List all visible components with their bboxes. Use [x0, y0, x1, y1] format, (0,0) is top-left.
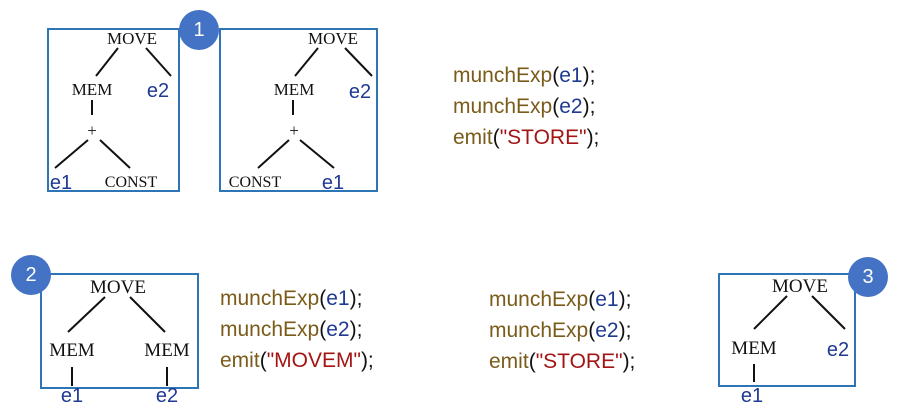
tree2-left-leaf-label: CONST [229, 174, 282, 191]
tree1-root-label: MOVE [107, 29, 157, 48]
badge-2: 2 [11, 255, 51, 295]
tree1-left-leaf-label: e1 [50, 172, 72, 194]
tree2-mem-label: MEM [274, 80, 315, 99]
code-line: munchExp(e2); [220, 318, 363, 341]
code-line: munchExp(e1); [220, 287, 363, 310]
tree2-right-leaf-label: e1 [322, 172, 344, 194]
tree4-root-label: MOVE [772, 276, 828, 297]
function-name: emit [489, 350, 529, 373]
badge-3: 3 [848, 257, 888, 297]
code-line: emit("STORE"); [453, 126, 600, 149]
function-name: emit [220, 349, 260, 372]
argument: e1 [595, 288, 619, 311]
string-literal: "STORE" [535, 350, 623, 373]
code-block-2: munchExp(e1); munchExp(e2); emit("MOVEM"); [220, 283, 374, 376]
code-block-3: munchExp(e1); munchExp(e2); emit("STORE"); [489, 284, 635, 377]
argument: e1 [559, 64, 583, 87]
code-block-1: munchExp(e1); munchExp(e2); emit("STORE"); [453, 60, 599, 153]
string-literal: "STORE" [499, 126, 587, 149]
function-name: emit [453, 126, 493, 149]
tree3-right-leaf-label: e2 [156, 385, 178, 407]
function-name: munchExp [220, 287, 320, 310]
code-line: munchExp(e1); [489, 288, 632, 311]
function-name: munchExp [489, 288, 589, 311]
code-line: munchExp(e2); [489, 319, 632, 342]
argument: e1 [326, 287, 350, 310]
tree-edges [54, 47, 846, 386]
tree1-value-label: e2 [147, 80, 169, 102]
tree4-value-label: e2 [827, 339, 849, 361]
code-line: munchExp(e2); [453, 95, 596, 118]
code-line: munchExp(e1); [453, 64, 596, 87]
tree3-left-mem-label: MEM [49, 340, 95, 361]
badge-1: 1 [179, 10, 219, 50]
tree1-plus-label: + [87, 121, 97, 140]
tree3-right-mem-label: MEM [144, 340, 190, 361]
function-name: munchExp [453, 95, 553, 118]
tree-box-3 [40, 273, 199, 389]
function-name: munchExp [489, 319, 589, 342]
tree3-left-leaf-label: e1 [61, 385, 83, 407]
tree-box-4 [718, 273, 856, 387]
tree1-right-leaf-label: CONST [105, 174, 158, 191]
code-line: emit("STORE"); [489, 350, 636, 373]
argument: e2 [559, 95, 583, 118]
code-line: emit("MOVEM"); [220, 349, 374, 372]
tree4-mem-leaf-label: e1 [741, 385, 763, 407]
tree3-root-label: MOVE [90, 277, 146, 298]
string-literal: "MOVEM" [266, 349, 361, 372]
argument: e2 [595, 319, 619, 342]
function-name: munchExp [220, 318, 320, 341]
tree1-mem-label: MEM [72, 80, 113, 99]
argument: e2 [326, 318, 350, 341]
tree2-plus-label: + [289, 121, 299, 140]
tree2-root-label: MOVE [308, 29, 358, 48]
tree2-value-label: e2 [349, 81, 371, 103]
function-name: munchExp [453, 64, 553, 87]
tree4-mem-label: MEM [731, 338, 777, 359]
